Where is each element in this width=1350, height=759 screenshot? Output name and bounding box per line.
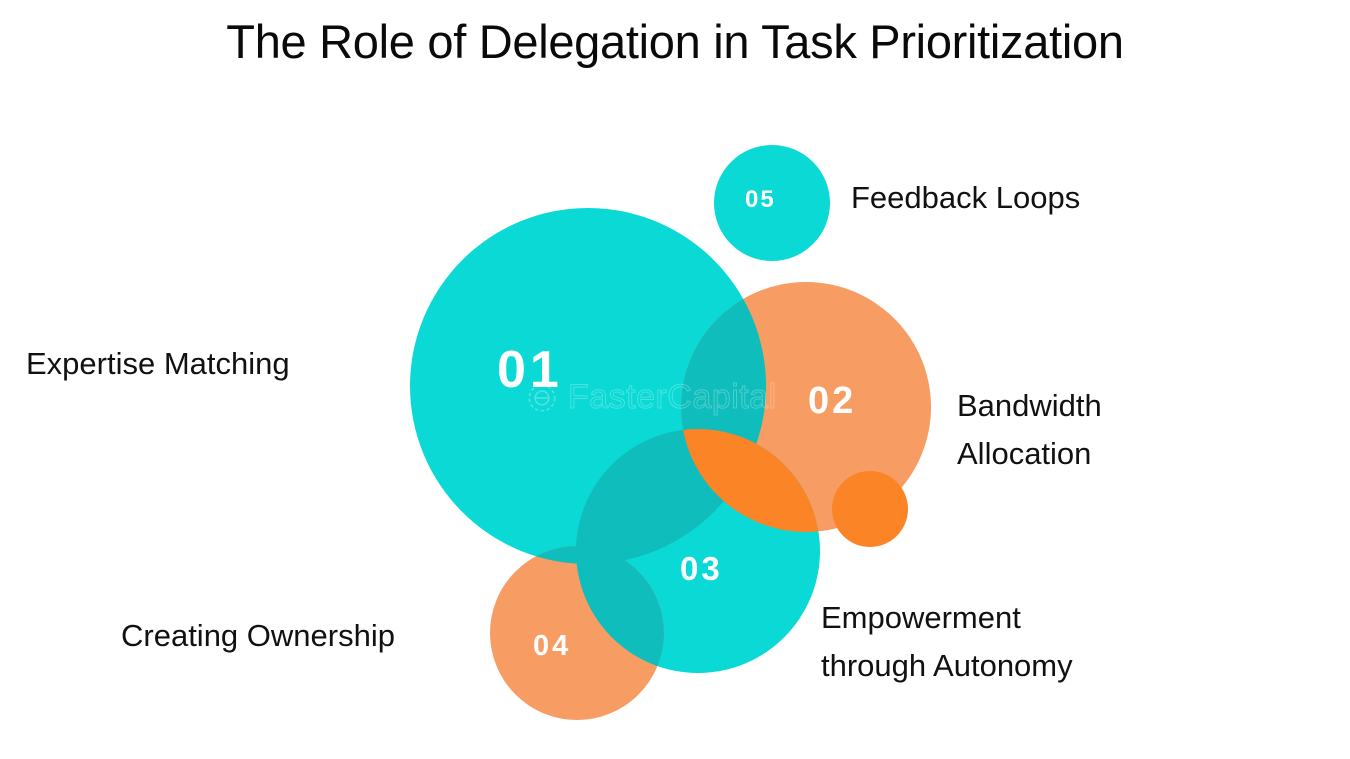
accent-dot-circle <box>832 471 908 547</box>
label-expertise-matching: Expertise Matching <box>26 346 290 381</box>
label-creating-ownership: Creating Ownership <box>121 618 395 653</box>
circle-number-05: 05 <box>745 186 776 213</box>
page-title: The Role of Delegation in Task Prioritiz… <box>226 15 1124 68</box>
label-bandwidth-allocation: Bandwidth Allocation <box>957 388 1102 472</box>
label-feedback-loops: Feedback Loops <box>851 180 1081 215</box>
circle-number-02: 02 <box>808 380 857 422</box>
overlap-group-02 <box>681 429 820 532</box>
circle-number-04: 04 <box>533 630 572 662</box>
circle-number-01: 01 <box>497 341 563 399</box>
overlap-02-03 <box>681 429 820 532</box>
label-empowerment-autonomy: Empowerment through Autonomy <box>821 600 1073 684</box>
venn-circle-05[interactable] <box>714 145 830 261</box>
circle-number-03: 03 <box>680 550 723 587</box>
